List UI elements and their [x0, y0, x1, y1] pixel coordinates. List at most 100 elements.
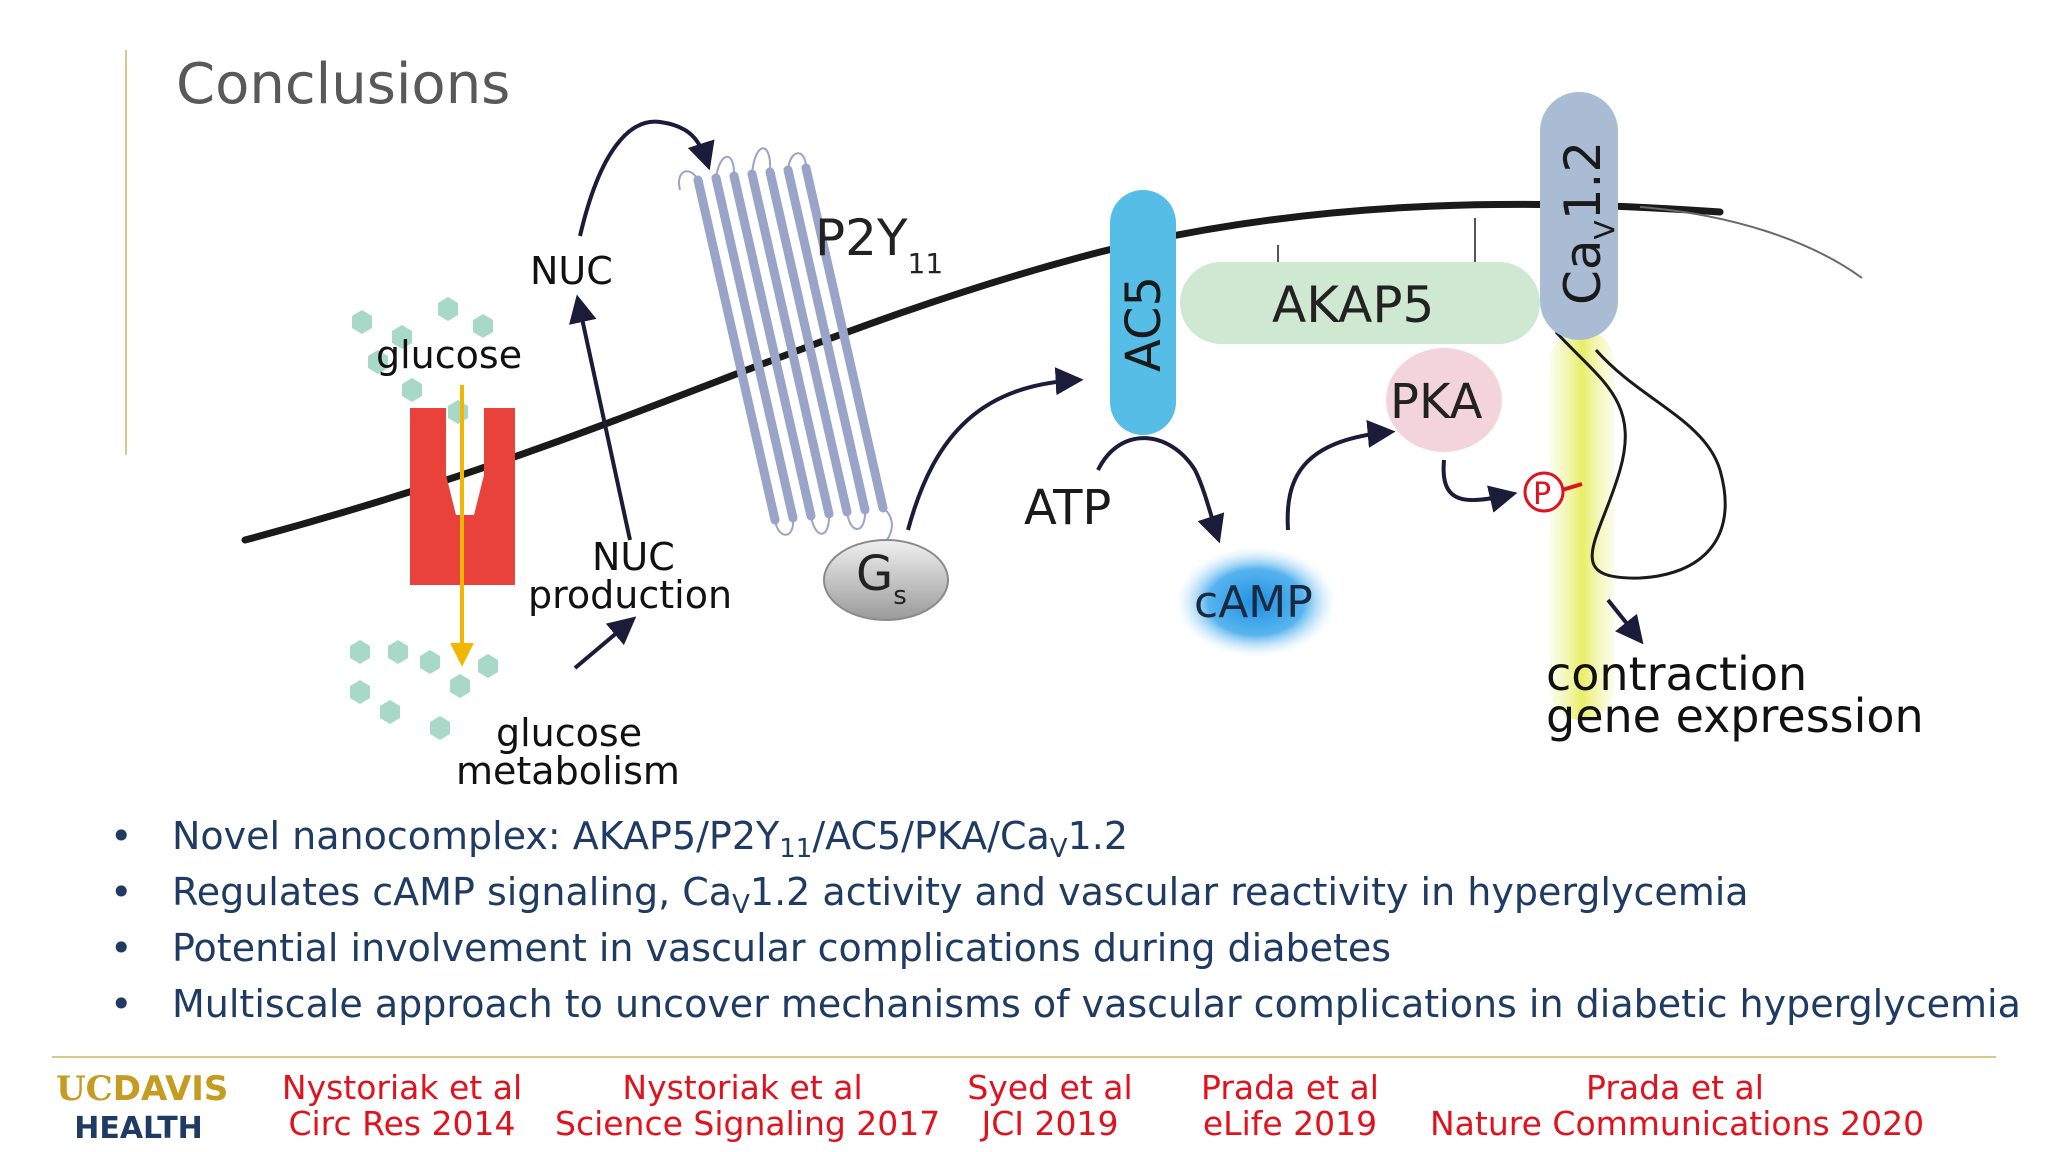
bullet-text: Novel nanocomplex: AKAP5/P2Y: [172, 814, 780, 858]
arrow-to-outcome: [1606, 598, 1644, 645]
camp-glow: [1176, 547, 1336, 657]
glucose-dot: [380, 700, 400, 724]
ac5-enzyme: [1110, 190, 1176, 435]
arrow-gs-to-ac5: [906, 367, 1084, 531]
reference-journal: eLife 2019: [1202, 1104, 1378, 1143]
cav12-tail-glow: [1550, 330, 1614, 720]
bullet-item: • Regulates cAMP signaling, CaV1.2 activ…: [110, 864, 2021, 920]
outcome-label-line1: contraction: [1546, 647, 1807, 701]
bullet-icon: •: [110, 814, 133, 858]
arrow-atp-to-camp: [1096, 436, 1225, 544]
glucose-dot: [368, 350, 388, 374]
logo-health: HEALTH: [74, 1111, 203, 1146]
pka-enzyme: [1386, 348, 1502, 452]
cell-membrane: [241, 200, 1724, 544]
glucose-dot: [473, 314, 493, 338]
outcome-label-line2: gene expression: [1546, 689, 1924, 743]
nuc-production-label-line2: production: [528, 573, 732, 617]
cell-membrane-outer: [1639, 206, 1863, 279]
p2y11-label: P2Y11: [815, 209, 943, 280]
glucose-label: glucose: [376, 333, 522, 377]
arrow-pka-to-phospho: [1441, 459, 1518, 513]
reference-authors: Nystoriak et al: [622, 1068, 863, 1107]
reference-authors: Syed et al: [967, 1068, 1133, 1107]
phospho-circle: [1523, 471, 1565, 513]
akap5-scaffold: [1180, 262, 1540, 344]
glucose-dot: [450, 674, 470, 698]
nuc-production-label-line1: NUC: [592, 535, 675, 579]
bullet-subscript: V: [1049, 834, 1068, 864]
phospho-bond: [1561, 482, 1583, 492]
logo-uc: UC: [56, 1069, 113, 1109]
glucose-dot: [350, 640, 370, 664]
reference-journal: Nature Communications 2020: [1430, 1104, 1925, 1143]
gs-label-sub: s: [893, 581, 907, 611]
bullet-subscript: V: [732, 890, 750, 920]
glucose-dot: [430, 716, 450, 740]
arrow-nuc-to-p2y11: [578, 119, 715, 237]
reference-authors: Prada et al: [1586, 1068, 1764, 1107]
phospho-label: P: [1533, 477, 1551, 512]
reference-4: Prada et al eLife 2019: [1190, 1070, 1390, 1142]
glucose-transporter: [410, 408, 515, 585]
glucose-metabolism-label-line1: glucose: [496, 711, 642, 755]
bullet-item: • Novel nanocomplex: AKAP5/P2Y11/AC5/PKA…: [110, 808, 2021, 864]
glucose-dot: [420, 650, 440, 674]
reference-3: Syed et al JCI 2019: [960, 1070, 1140, 1142]
page-title: Conclusions: [176, 52, 511, 117]
bullet-item: • Multiscale approach to uncover mechani…: [110, 976, 2021, 1032]
glucose-metabolism-label-line2: metabolism: [456, 749, 680, 793]
bullet-text: 1.2 activity and vascular reactivity in …: [749, 870, 1749, 914]
nuc-label: NUC: [530, 249, 613, 293]
cav12-label: CaV1.2: [1554, 141, 1621, 305]
bullet-icon: •: [110, 870, 133, 914]
bullet-subscript: 11: [779, 834, 813, 864]
glucose-dot: [478, 654, 498, 678]
cav12-channel: [1540, 92, 1618, 340]
bullet-text: Multiscale approach to uncover mechanism…: [172, 982, 2021, 1026]
footer-rule: [52, 1056, 1996, 1058]
bullet-text: /AC5/PKA/Ca: [812, 814, 1050, 858]
reference-2: Nystoriak et al Science Signaling 2017: [555, 1068, 941, 1143]
gs-label: Gs: [856, 546, 907, 611]
glucose-molecules-inside: [350, 640, 498, 740]
cav12-c-terminal: [1554, 330, 1727, 580]
p2y11-label-sub: 11: [908, 247, 944, 280]
akap5-label: AKAP5: [1272, 276, 1434, 334]
p2y11-label-main: P2Y: [815, 209, 908, 267]
atp-label: ATP: [1024, 480, 1111, 536]
ac5-label: AC5: [1116, 276, 1172, 372]
arrow-camp-to-pka: [1285, 420, 1396, 531]
glucose-molecules-outside: [352, 297, 493, 424]
glucose-dot: [438, 297, 458, 321]
p2y11-receptor: [678, 147, 893, 549]
glucose-dot: [448, 400, 468, 424]
glucose-dot: [350, 680, 370, 704]
bullet-text: Potential involvement in vascular compli…: [172, 926, 1392, 970]
cav12-label-main: Ca: [1554, 239, 1612, 305]
logo-davis: DAVIS: [112, 1069, 229, 1109]
camp-label: cAMP: [1194, 577, 1313, 628]
bullet-icon: •: [110, 982, 133, 1026]
arrow-production-to-nuc: [569, 294, 632, 541]
glucose-dot: [388, 640, 408, 664]
reference-authors: Prada et al: [1201, 1068, 1379, 1107]
glucose-dot: [402, 378, 422, 402]
reference-5: Prada et al Nature Communications 2020: [1430, 1068, 1925, 1143]
pka-label: PKA: [1390, 374, 1483, 430]
cav12-label-tail: 1.2: [1554, 141, 1612, 221]
arrow-metabolism-to-production: [573, 616, 637, 670]
glucose-dot: [392, 325, 412, 349]
reference-1: Nystoriak et al Circ Res 2014: [262, 1070, 542, 1142]
cav12-label-sub: V: [1588, 220, 1621, 239]
uc-davis-health-logo: UCDAVIS HEALTH: [56, 1069, 228, 1146]
reference-authors: Nystoriak et al: [281, 1068, 523, 1107]
reference-journal: Science Signaling 2017: [555, 1104, 941, 1143]
bullet-icon: •: [110, 926, 133, 970]
bullet-item: • Potential involvement in vascular comp…: [110, 920, 2021, 976]
glucose-dot: [352, 310, 372, 334]
gs-protein: [823, 539, 949, 621]
gs-label-main: G: [856, 546, 893, 602]
